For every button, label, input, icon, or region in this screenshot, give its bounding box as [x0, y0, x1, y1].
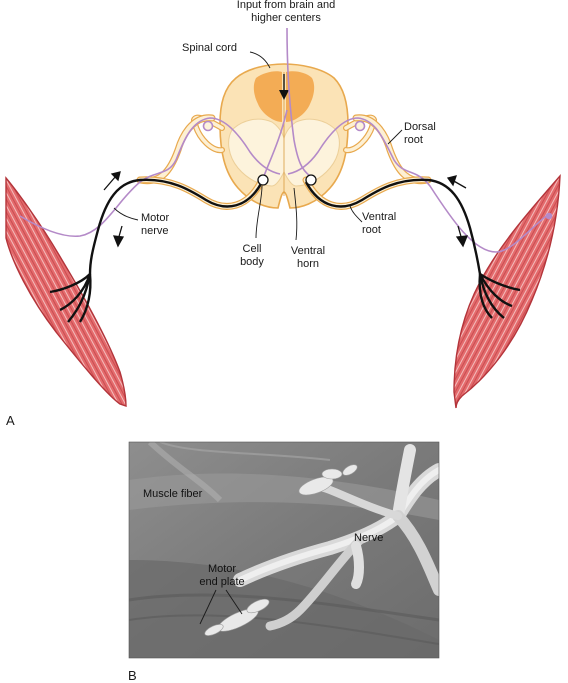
- motor-nerve-label-line2: nerve: [141, 225, 169, 237]
- ventral-horn-label-line1: Ventral: [291, 245, 325, 257]
- motor-end-plate-label-line2: end plate: [199, 576, 244, 588]
- muscle-fiber-label: Muscle fiber: [143, 488, 203, 500]
- panel-b-label: B: [128, 668, 137, 683]
- direction-arrows: [103, 171, 469, 248]
- dorsal-root-label-line2: root: [404, 134, 423, 146]
- ventral-root-label-line1: Ventral: [362, 211, 396, 223]
- input-label-line1: Input from brain and: [237, 0, 335, 11]
- motor-end-plate-label-line1: Motor: [208, 563, 236, 575]
- left-muscle: [5, 176, 127, 407]
- motor-nerve-label-line1: Motor: [141, 212, 169, 224]
- input-label-line2: higher centers: [251, 12, 321, 24]
- sensory-fibers: [19, 27, 553, 253]
- cell-body-label-line2: body: [240, 256, 264, 268]
- ventral-root-label-line2: root: [362, 224, 381, 236]
- panel-a: Input from brain and higher centers Spin…: [5, 0, 561, 428]
- motor-end-plate-leaders: [199, 589, 243, 625]
- right-cell-body: [305, 174, 317, 186]
- micrograph: [129, 442, 439, 658]
- spinal-cord-label: Spinal cord: [182, 42, 237, 54]
- leader-lines: [113, 51, 403, 241]
- ventral-horn-label-line2: horn: [297, 258, 319, 270]
- motor-fibers: [49, 178, 521, 323]
- nerve-label: Nerve: [354, 532, 383, 544]
- panel-b: Muscle fiber Nerve Motor end plate B: [128, 441, 440, 683]
- spinal-cord: [219, 63, 349, 209]
- left-cell-body: [257, 174, 269, 186]
- dorsal-root-label-line1: Dorsal: [404, 121, 436, 133]
- panel-a-label: A: [6, 413, 15, 428]
- cell-body-label-line1: Cell: [243, 243, 262, 255]
- right-muscle: [453, 174, 561, 409]
